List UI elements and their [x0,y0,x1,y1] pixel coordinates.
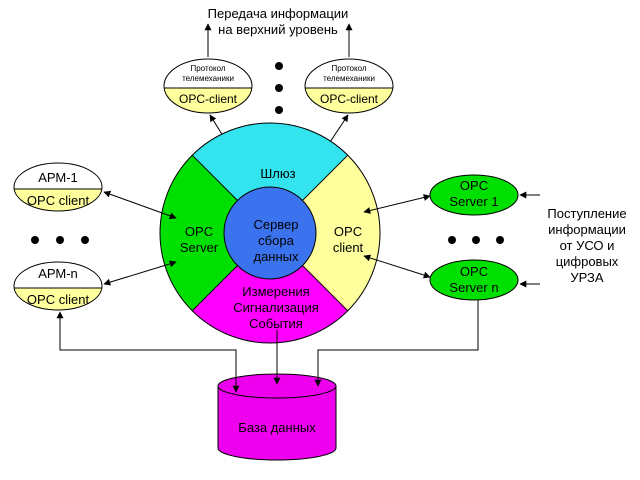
database-label: База данных [238,420,316,435]
hub-center-line-3: данных [253,249,299,264]
hub-center [223,186,317,280]
hub-bottom-line-3: События [249,316,303,331]
hub-right-line-1: OPC [334,224,362,239]
incoming-text-line-3: от УСО и [560,238,615,253]
top-text-line-1: Передача информации [208,6,349,21]
opc-server-1-line-1: OPC [460,178,488,193]
arm-node-2: АРМ-n OPC client [13,261,103,311]
arrow-arm-1-hub [103,190,177,220]
arm-node-1: АРМ-1 OPC client [13,162,103,212]
opc-server-node-1: OPC Server 1 [429,174,519,216]
connector-opc-server-database [314,300,479,387]
hub-right-line-2: client [333,240,364,255]
arrow-hub-opc-server-2 [363,254,431,279]
opc-server-2-line-1: OPC [460,264,488,279]
top-text-line-2: на верхний уровень [218,22,338,37]
incoming-text-line-4: цифровых [556,254,619,269]
telemech-2-label: OPC-client [320,92,379,106]
incoming-text-line-1: Поступление [547,206,626,221]
telemech-2-protocol-line-2: телемеханики [323,74,375,83]
arm-2-title: АРМ-n [38,266,78,281]
telemech-1-protocol-line-1: Протокол [190,64,225,73]
hub-center-line-2: сбора [258,233,294,248]
hub-opc-client-segment [270,155,381,311]
hub-gateway-label: Шлюз [260,166,295,181]
connector-arm-database [56,311,240,393]
telemech-node-1: Протокол телемеханики OPC-client [163,58,253,114]
opc-server-1-line-2: Server 1 [449,194,498,209]
telemech-1-protocol-line-2: телемеханики [182,74,234,83]
database: База данных [217,373,337,461]
opc-server-2-line-2: Server n [449,280,498,295]
telemech-node-2: Протокол телемеханики OPC-client [304,58,394,114]
arrow-arm-2-hub [103,260,177,286]
arm-1-label: OPC client [27,193,90,208]
opc-server-node-2: OPC Server n [429,259,519,301]
telemech-1-label: OPC-client [179,92,238,106]
hub-bottom-line-2: Сигнализация [233,300,319,315]
telemech-2-protocol-line-1: Протокол [331,64,366,73]
hub-center-line-1: Сервер [253,217,298,232]
hub-left-line-1: OPC [185,224,213,239]
hub-bottom-line-1: Измерения [242,284,309,299]
arm-2-label: OPC client [27,292,90,307]
incoming-text-line-2: информации [548,222,626,237]
hub-opc-server-segment [159,155,270,311]
hub-gateway-segment [192,122,348,233]
hub-left-line-2: Server [180,240,219,255]
ellipsis-dots-left [31,236,89,244]
ellipsis-dots-top [275,62,283,114]
hub: Шлюз OPC Server OPC client Сервер сбора … [159,122,381,344]
arm-1-title: АРМ-1 [38,170,78,185]
incoming-text-line-5: УРЗА [570,270,603,285]
arrow-hub-opc-server-1 [363,194,431,214]
ellipsis-dots-right [448,236,504,244]
